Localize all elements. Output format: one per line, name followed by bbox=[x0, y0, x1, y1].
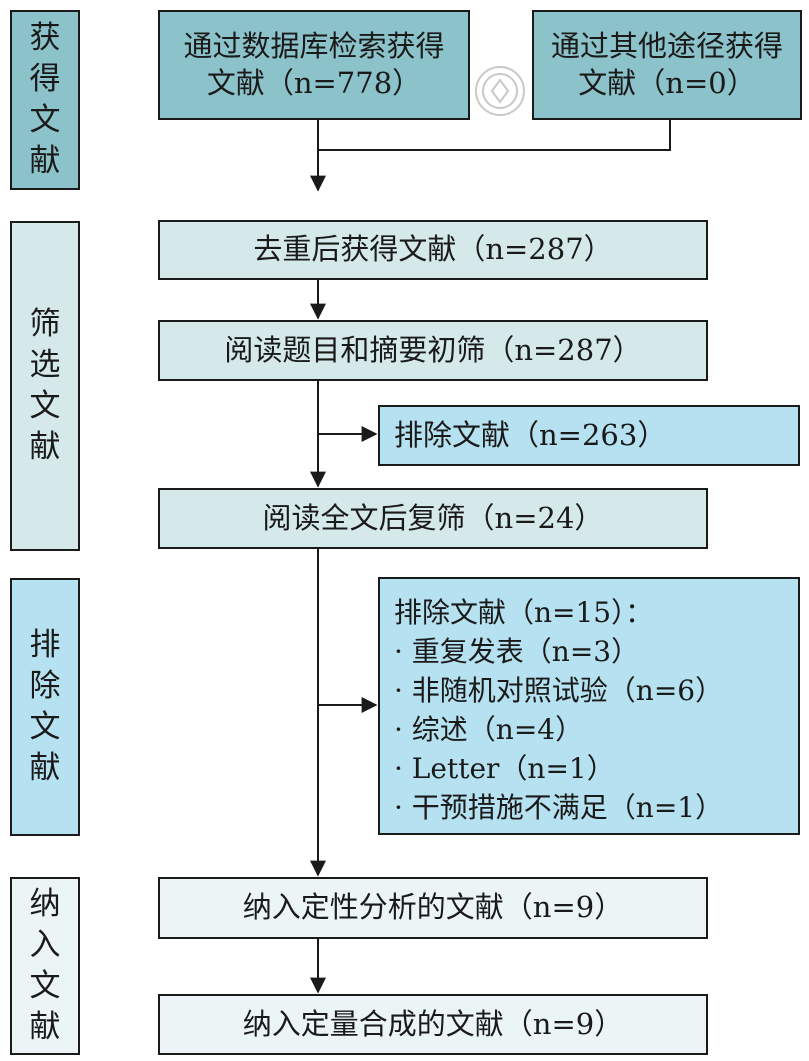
exclusion-reason: · Letter（n=1） bbox=[394, 752, 615, 785]
stage-identification-label: 获得文献 bbox=[29, 20, 61, 179]
stage-identification: 获得文献 bbox=[10, 10, 80, 190]
quantitative-text: 纳入定量合成的文献（n=9） bbox=[242, 1006, 624, 1041]
excluded-first-text: 排除文献（n=263） bbox=[394, 417, 667, 452]
title-abstract-screen-box: 阅读题目和摘要初筛（n=287） bbox=[158, 320, 708, 381]
other-sources-box: 通过其他途径获得文献（n=0） bbox=[532, 10, 802, 120]
database-search-text: 通过数据库检索获得文献（n=778） bbox=[183, 28, 445, 100]
link-other-sources-merge bbox=[318, 120, 671, 151]
quantitative-box: 纳入定量合成的文献（n=9） bbox=[158, 994, 708, 1055]
stage-screening: 筛选文献 bbox=[10, 221, 80, 551]
database-search-box: 通过数据库检索获得文献（n=778） bbox=[158, 10, 470, 120]
other-sources-text: 通过其他途径获得文献（n=0） bbox=[550, 28, 783, 100]
stage-inclusion: 纳入文献 bbox=[10, 877, 80, 1055]
stage-inclusion-label: 纳入文献 bbox=[29, 886, 61, 1045]
stage-exclusion-label: 排除文献 bbox=[29, 627, 61, 786]
excluded-fulltext-heading: 排除文献（n=15）： bbox=[394, 596, 654, 629]
exclusion-reason: · 干预措施不满足（n=1） bbox=[394, 791, 724, 824]
after-dedup-text: 去重后获得文献（n=287） bbox=[253, 232, 613, 267]
fulltext-screen-box: 阅读全文后复筛（n=24） bbox=[158, 488, 708, 549]
qualitative-box: 纳入定性分析的文献（n=9） bbox=[158, 877, 708, 939]
after-dedup-box: 去重后获得文献（n=287） bbox=[158, 220, 708, 280]
title-abstract-screen-text: 阅读题目和摘要初筛（n=287） bbox=[224, 332, 642, 367]
exclusion-reason: · 非随机对照试验（n=6） bbox=[394, 674, 724, 707]
exclusion-reason: · 综述（n=4） bbox=[394, 713, 584, 746]
excluded-fulltext-box: 排除文献（n=15）： · 重复发表（n=3） · 非随机对照试验（n=6） ·… bbox=[378, 577, 800, 835]
exclusion-reason: · 重复发表（n=3） bbox=[394, 635, 640, 668]
qualitative-text: 纳入定性分析的文献（n=9） bbox=[242, 890, 624, 925]
stage-exclusion: 排除文献 bbox=[10, 578, 80, 836]
fulltext-screen-text: 阅读全文后复筛（n=24） bbox=[262, 500, 604, 535]
excluded-first-box: 排除文献（n=263） bbox=[378, 405, 800, 466]
stage-screening-label: 筛选文献 bbox=[29, 306, 61, 465]
